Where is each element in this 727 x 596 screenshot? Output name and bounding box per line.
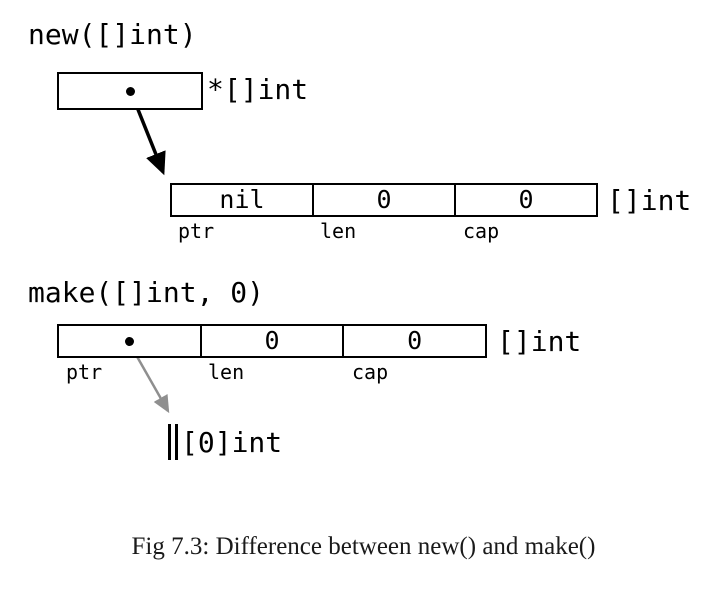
new-slice-type-label: []int [607,184,692,217]
new-slice-struct: nil 0 0 [170,183,598,217]
make-slice-cap-label: cap [352,360,389,384]
make-slice-cap-cell: 0 [342,326,485,356]
new-slice-cap-cell: 0 [454,185,596,215]
make-array-type-label: [0]int [181,426,283,459]
figure-caption: Fig 7.3: Difference between new() and ma… [131,533,596,560]
make-call-label: make([]int, 0) [28,276,265,309]
make-slice-type-label: []int [497,325,582,358]
new-slice-ptr-label: ptr [178,219,215,243]
make-slice-len-label: len [208,360,245,384]
new-slice-ptr-cell: nil [219,185,265,214]
new-slice-len-label: len [320,219,357,243]
make-slice-ptr-label: ptr [66,360,103,384]
new-slice-len-cell: 0 [312,185,454,215]
new-slice-cap-label: cap [463,219,500,243]
empty-array-icon [168,424,178,460]
make-slice-struct: 0 0 [57,324,487,358]
make-slice-len-cell: 0 [199,326,343,356]
make-pointer-dot-icon [125,337,134,346]
new-call-label: new([]int) [28,18,197,51]
new-pointer-dot-icon [126,87,135,96]
new-pointer-type-label: *[]int [207,73,309,106]
